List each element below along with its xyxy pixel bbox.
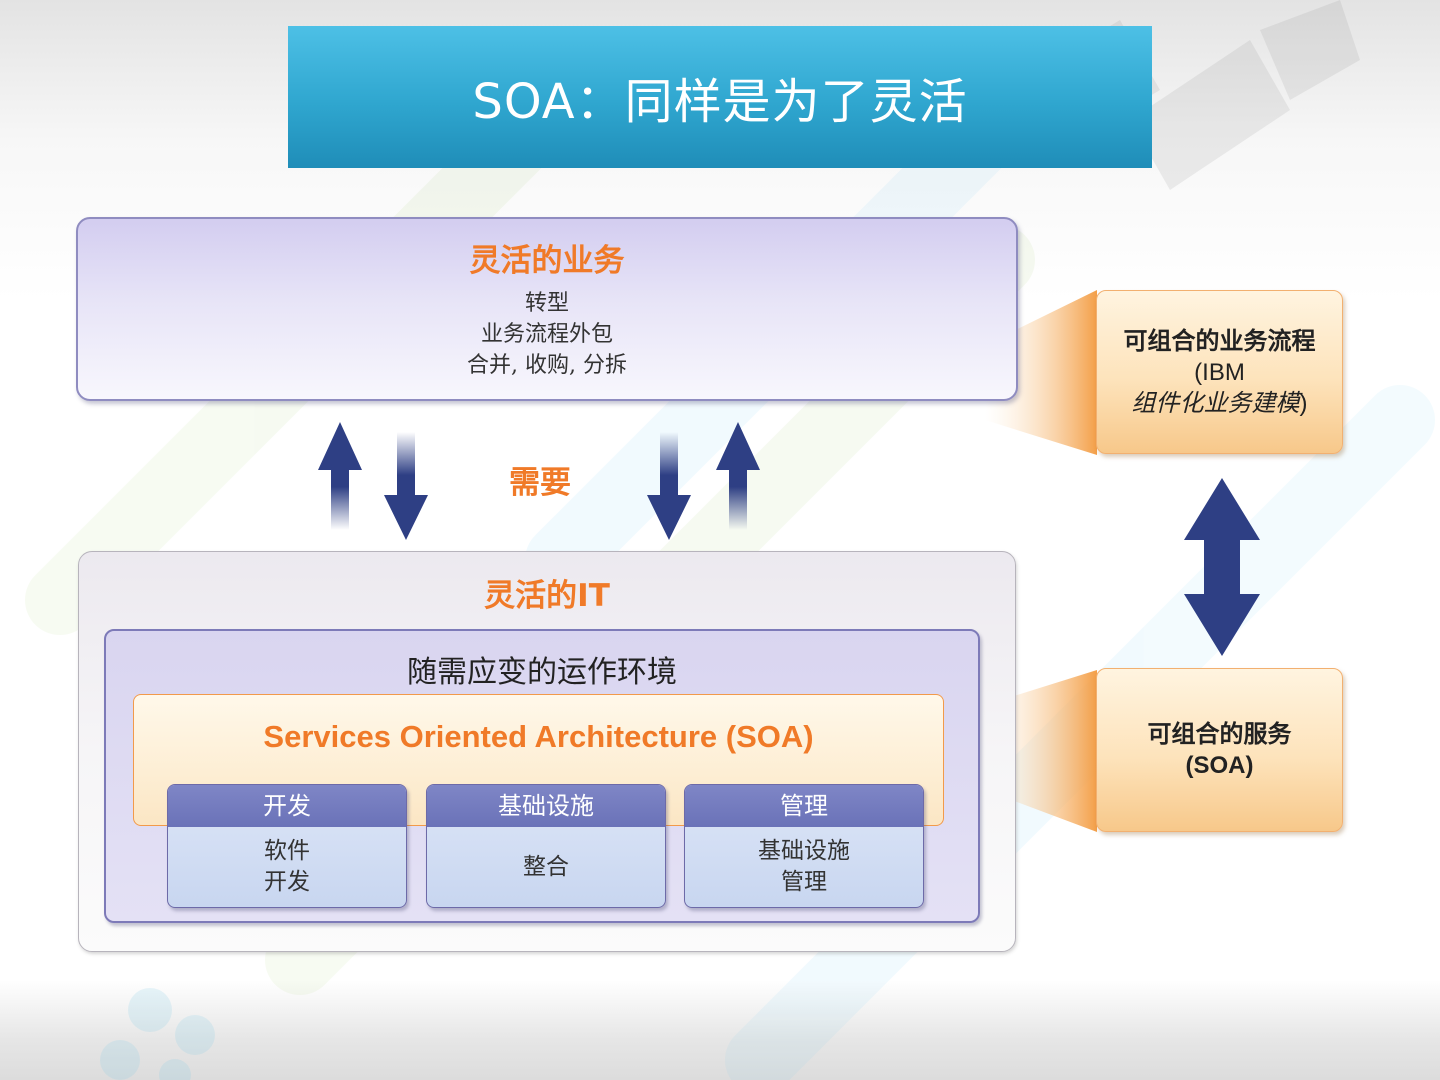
up-arrow-icon <box>716 422 760 530</box>
process-box-line: 组件化业务建模) <box>1132 388 1308 419</box>
business-line: 转型 <box>524 291 569 316</box>
process-box-italic: 组件化业务建模 <box>1131 388 1300 417</box>
soa-title: Services Oriented Architecture (SOA) <box>263 719 814 754</box>
service-box-line: (SOA) <box>1185 752 1254 779</box>
business-line: 业务流程外包 <box>480 322 613 347</box>
process-box-suffix: ) <box>1299 389 1308 417</box>
composable-process-box: 可组合的业务流程 (IBM 组件化业务建模) <box>1096 290 1343 454</box>
up-arrow-icon <box>318 422 362 530</box>
card-line: 开发 <box>264 869 310 895</box>
composable-service-box: 可组合的服务 (SOA) <box>1096 668 1343 832</box>
card-header: 开发 <box>168 785 406 827</box>
service-box-title: 可组合的服务 <box>1147 721 1292 748</box>
environment-title: 随需应变的运作环境 <box>407 655 677 690</box>
card-body: 基础设施 管理 <box>685 827 923 907</box>
card-development: 开发 软件 开发 <box>167 784 407 908</box>
card-header: 管理 <box>685 785 923 827</box>
business-panel: 灵活的业务 转型 业务流程外包 合并, 收购, 分拆 <box>76 217 1018 401</box>
card-line: 管理 <box>781 869 827 895</box>
card-line: 整合 <box>523 853 569 880</box>
business-heading: 灵活的业务 <box>469 243 625 279</box>
slide-title: SOA：同样是为了灵活 <box>472 74 968 130</box>
card-line: 基础设施 <box>758 838 850 864</box>
process-box-title: 可组合的业务流程 <box>1123 327 1316 355</box>
card-body: 整合 <box>427 827 665 907</box>
card-infrastructure: 基础设施 整合 <box>426 784 666 908</box>
title-banner: SOA：同样是为了灵活 <box>288 26 1152 168</box>
card-line: 软件 <box>264 838 310 864</box>
double-arrow-icon <box>1184 478 1260 656</box>
down-arrow-icon <box>384 432 428 540</box>
process-box-line: (IBM <box>1194 358 1245 386</box>
business-line: 合并, 收购, 分拆 <box>467 353 627 378</box>
business-lines: 转型 业务流程外包 合并, 收购, 分拆 <box>78 288 1016 381</box>
it-heading: 灵活的IT <box>484 578 610 614</box>
down-arrow-icon <box>647 432 691 540</box>
need-label: 需要 <box>509 465 571 501</box>
card-header: 基础设施 <box>427 785 665 827</box>
card-body: 软件 开发 <box>168 827 406 907</box>
card-management: 管理 基础设施 管理 <box>684 784 924 908</box>
